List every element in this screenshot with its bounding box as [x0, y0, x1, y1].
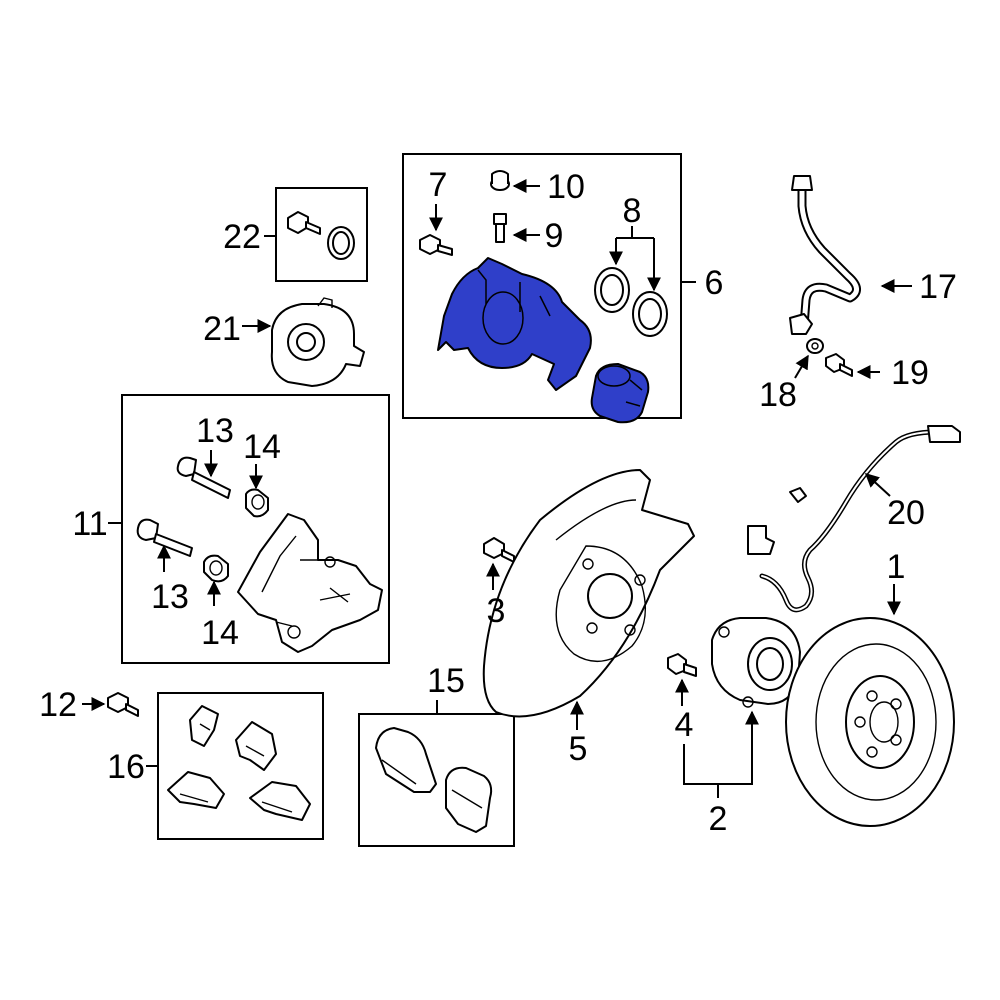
callout-12: 12	[39, 686, 77, 724]
callout-21: 21	[203, 310, 241, 348]
part-14-boot-lower-icon[interactable]	[203, 554, 229, 583]
callout-13-upper: 13	[196, 412, 234, 450]
part-15-brake-pad-icon[interactable]	[375, 727, 493, 833]
part-14-boot-upper-icon[interactable]	[245, 488, 269, 518]
callout-9: 9	[545, 217, 564, 255]
callout-20: 20	[887, 494, 925, 532]
part-13-guide-pin-lower-icon[interactable]	[136, 518, 193, 557]
callout-10: 10	[547, 168, 585, 206]
part-piston-highlighted-icon[interactable]	[590, 363, 650, 424]
part-9-bleeder-screw-icon[interactable]	[493, 213, 507, 243]
callout-5: 5	[569, 730, 588, 768]
part-17-brake-hose-icon[interactable]	[789, 175, 861, 335]
callout-14-lower: 14	[201, 614, 239, 652]
part-22-seal-icon[interactable]	[327, 226, 355, 260]
leader-20	[864, 473, 891, 497]
callout-16: 16	[107, 748, 145, 786]
part-22-bolt-icon[interactable]	[287, 211, 321, 235]
callout-3: 3	[487, 592, 506, 630]
leader-2-bar	[683, 744, 753, 785]
callout-13-lower: 13	[151, 578, 189, 616]
caliper-highlighted-icon[interactable]	[437, 257, 592, 391]
callout-6: 6	[705, 264, 724, 302]
callout-1: 1	[887, 548, 906, 586]
part-11-caliper-bracket-icon[interactable]	[237, 513, 383, 653]
box-6	[402, 153, 682, 419]
callout-22: 22	[223, 218, 261, 256]
box-22	[275, 187, 368, 282]
part-10-bleeder-cap-icon[interactable]	[490, 170, 510, 191]
part-19-bolt-icon[interactable]	[825, 353, 853, 377]
callout-19: 19	[891, 354, 929, 392]
callout-17: 17	[919, 268, 957, 306]
callout-11: 11	[72, 505, 107, 543]
box-11	[121, 394, 390, 664]
part-20-abs-sensor-icon[interactable]	[747, 425, 961, 613]
callout-18: 18	[759, 376, 797, 414]
part-13-guide-pin-upper-icon[interactable]	[176, 456, 231, 499]
part-5-dust-shield-icon[interactable]	[482, 469, 695, 718]
part-18-washer-icon[interactable]	[806, 338, 824, 354]
part-16-pad-clip-icon[interactable]	[167, 705, 311, 821]
callout-4: 4	[675, 706, 694, 744]
leader-18	[794, 354, 809, 379]
part-21-actuator-icon[interactable]	[270, 297, 365, 387]
callout-2: 2	[709, 800, 728, 838]
callout-7: 7	[429, 166, 448, 204]
callout-14-upper: 14	[243, 428, 281, 466]
part-3-bolt-icon[interactable]	[483, 537, 515, 563]
part-2-wheel-hub-icon[interactable]	[711, 617, 801, 708]
callout-15: 15	[427, 662, 465, 700]
callout-8: 8	[623, 192, 642, 230]
part-7-bolt-icon[interactable]	[419, 234, 453, 256]
part-8-seal-icon[interactable]	[594, 267, 668, 337]
part-1-brake-rotor-icon[interactable]	[785, 617, 955, 827]
part-4-wheel-stud-icon[interactable]	[667, 653, 697, 677]
part-12-bolt-icon[interactable]	[107, 692, 139, 717]
